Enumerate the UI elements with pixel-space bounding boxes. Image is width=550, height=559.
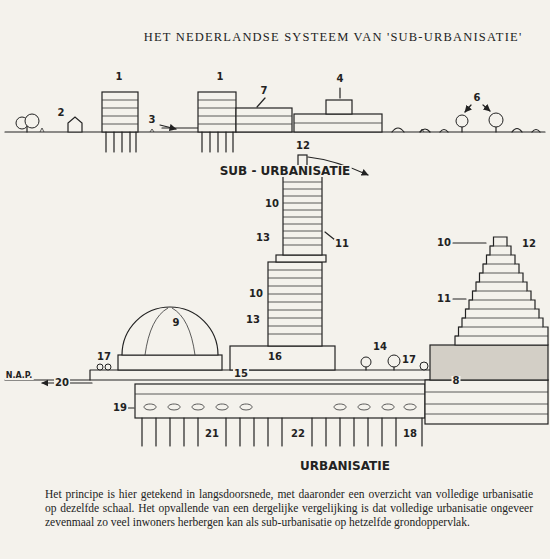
dome-ribs <box>145 308 195 355</box>
shrub <box>420 362 428 370</box>
leader-line <box>257 98 265 107</box>
basement <box>425 380 548 424</box>
dome-base <box>118 355 222 370</box>
datum-label: N.A.P. <box>5 372 34 380</box>
building-outline <box>326 100 352 114</box>
callout-number: 9 <box>172 318 181 328</box>
upper-tower <box>283 168 322 255</box>
callout-number: 10 <box>248 289 264 299</box>
piles <box>142 418 422 446</box>
floor-lines <box>283 175 322 245</box>
podium-block <box>230 346 335 370</box>
low-building <box>236 108 292 132</box>
arrow <box>483 105 490 111</box>
tree-trunk <box>366 366 394 370</box>
callout-number: 12 <box>521 239 537 249</box>
callout-number: 18 <box>402 429 418 439</box>
callout-number: 2 <box>57 108 66 118</box>
floor-lines <box>425 392 548 414</box>
leader-line <box>128 407 134 408</box>
building-outline <box>236 108 292 132</box>
piles <box>202 132 233 152</box>
callout-number: 11 <box>436 294 452 304</box>
floor-lines <box>294 123 382 124</box>
callout-number: 6 <box>473 93 482 103</box>
leader-line <box>339 88 340 98</box>
floor-lines <box>102 100 138 124</box>
terraced-housing <box>455 237 548 345</box>
section-label: URBANISATIE <box>299 460 391 472</box>
elevated-road <box>162 127 198 128</box>
leader-line <box>453 298 466 299</box>
bushes <box>392 128 540 132</box>
callout-number: 13 <box>245 315 261 325</box>
tree-crown <box>388 355 400 367</box>
callout-number: 17 <box>96 352 112 362</box>
callout-number: 11 <box>334 239 350 249</box>
public-building <box>294 100 382 132</box>
urban-section <box>5 155 548 446</box>
callout-number: 10 <box>436 238 452 248</box>
tower-block <box>198 92 236 152</box>
callout-number: 1 <box>115 72 124 82</box>
terrace <box>276 255 326 262</box>
tree-crown <box>489 113 503 127</box>
callout-number: 16 <box>267 352 283 362</box>
floor-lines <box>135 394 425 395</box>
callout-number: 12 <box>295 141 311 151</box>
callout-number: 1 <box>216 72 225 82</box>
floor-lines <box>236 116 292 124</box>
callout-number: 20 <box>54 378 70 388</box>
callout-number: 14 <box>372 342 388 352</box>
block-outline <box>198 92 236 132</box>
callout-number: 3 <box>148 115 157 125</box>
shrub <box>97 364 103 370</box>
floor-lines <box>455 246 548 336</box>
tower-block <box>102 92 138 152</box>
basement <box>135 384 425 418</box>
arrow <box>465 105 471 112</box>
callout-number: 4 <box>336 74 345 84</box>
tree-crown <box>361 357 371 367</box>
tree-trunk <box>462 126 496 132</box>
callout-number: 7 <box>260 86 269 96</box>
tree <box>16 114 39 132</box>
callout-number: 13 <box>255 233 271 243</box>
callout-number: 10 <box>264 199 280 209</box>
dome <box>122 307 218 355</box>
tree-crown <box>25 114 39 128</box>
block-outline <box>102 92 138 132</box>
piles <box>106 132 136 152</box>
callout-number: 19 <box>112 403 128 413</box>
building-outline <box>294 114 382 132</box>
callout-number: 17 <box>401 355 417 365</box>
callout-number: 8 <box>452 376 461 386</box>
callout-number: 21 <box>204 429 220 439</box>
tree-crown <box>456 115 468 127</box>
shrub <box>105 364 111 370</box>
arrow <box>160 125 176 129</box>
base-block <box>430 345 548 380</box>
podium-deck <box>90 370 430 380</box>
callout-number: 22 <box>290 429 306 439</box>
title: HET NEDERLANDSE SYSTEEM VAN 'SUB-URBANIS… <box>144 30 523 45</box>
suburban-section <box>5 88 545 152</box>
house <box>68 117 82 132</box>
lower-tower <box>268 262 322 346</box>
floor-lines <box>198 100 236 124</box>
trees <box>456 113 503 132</box>
floor-lines <box>268 270 322 334</box>
callout-number: 15 <box>233 369 249 379</box>
section-label: SUB - URBANISATIE <box>219 165 352 177</box>
parked-cars <box>144 404 416 410</box>
leader-line <box>453 242 486 243</box>
caption: Het principe is hier getekend in langsdo… <box>45 487 533 529</box>
